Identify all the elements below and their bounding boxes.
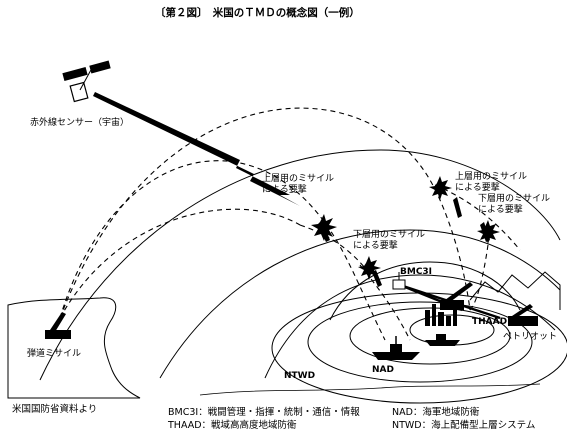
trajectory-6: [299, 224, 366, 269]
patriot-launcher-icon: [508, 304, 538, 326]
lightning-bolt: [93, 92, 300, 206]
legend-bmc3i: BMC3I：戦闘管理・指揮・統制・通信・情報: [168, 407, 360, 418]
nad-ring: [307, 301, 533, 383]
ntwd-dome-2: [159, 229, 561, 379]
thaad-launcher-icon: [440, 282, 473, 310]
trajectory-5: [434, 184, 521, 251]
bmc3i-station-icon: [392, 272, 406, 290]
nad-dome: [264, 274, 556, 379]
label-ballistic-missile: 弾道ミサイル: [27, 349, 82, 359]
label-thaad: THAAD: [472, 317, 508, 327]
source-note: 米国国防省資料より: [12, 404, 98, 415]
city-icon: [425, 304, 457, 326]
trajectory-2: [59, 107, 471, 319]
missile-launcher-icon: [45, 312, 71, 339]
legend-nad: NAD：海軍地域防衛: [392, 407, 480, 418]
trajectory-7: [469, 227, 491, 311]
label-lower-missile-2: 下層用のミサイル による要撃: [478, 194, 551, 215]
mountains: [469, 271, 561, 310]
label-upper-missile-1: 上層用のミサイル による要撃: [262, 174, 335, 195]
trajectory-3: [59, 208, 301, 319]
legend-thaad: THAAD：戦域高高度地域防衛: [168, 420, 297, 431]
label-bmc3i: BMC3I: [400, 267, 433, 277]
diagram-title: 〔第２図〕 米国のＴＭＤの概念図（一例）: [155, 7, 360, 19]
sea-line: [199, 383, 541, 396]
legend-ntwd: NTWD：海上配備型上層システム: [392, 420, 536, 431]
ntwd-dome: [39, 149, 561, 381]
thaad-ring: [349, 307, 511, 365]
label-upper-missile-2: 上層用のミサイル による要撃: [455, 172, 528, 193]
label-nad: NAD: [372, 365, 394, 375]
label-patriot: ペトリオット: [503, 332, 558, 342]
trajectory-1: [59, 160, 386, 341]
ship-icon: [372, 336, 420, 360]
label-ir-sensor: 赤外線センサー（宇宙）: [30, 118, 130, 128]
label-lower-missile-1: 下層用のミサイル による要撃: [353, 230, 426, 251]
ship-icon-2: [425, 334, 460, 346]
label-ntwd: NTWD: [284, 371, 316, 381]
coastline: [7, 297, 141, 399]
satellite-icon: [62, 60, 111, 103]
thaad-dome: [329, 261, 521, 321]
explosion-icons: [311, 176, 500, 280]
